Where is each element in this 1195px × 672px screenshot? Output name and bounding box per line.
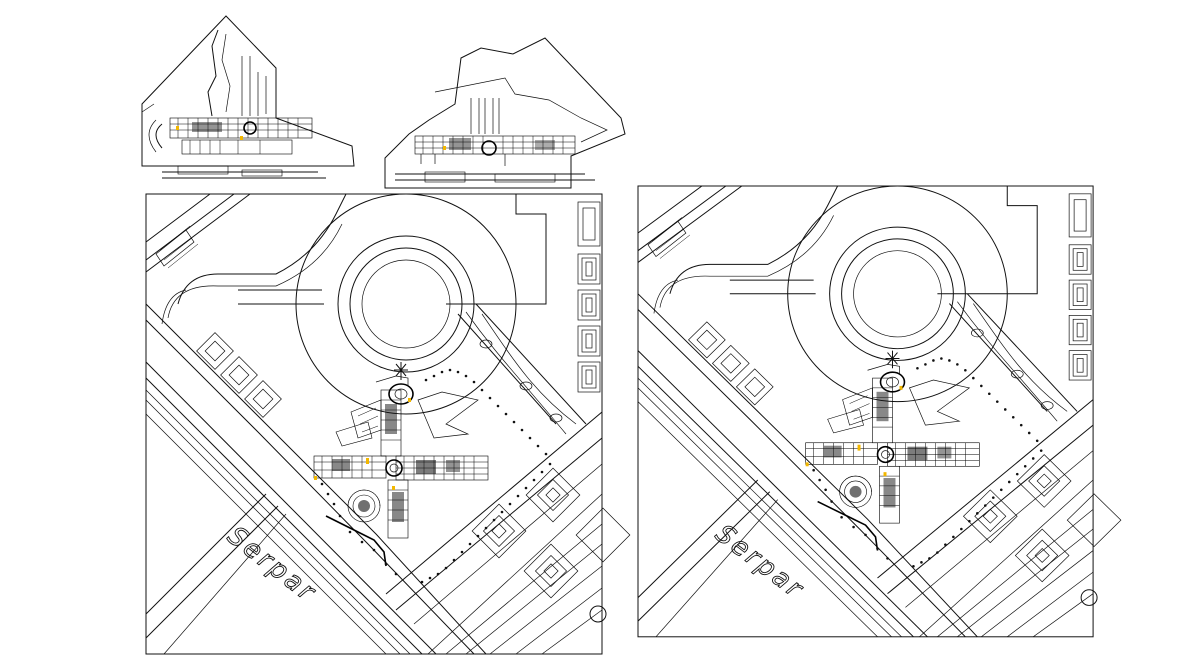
site-plan-right: Serpar	[638, 186, 1121, 637]
key-plan-right	[384, 37, 626, 189]
key-plan-left	[141, 15, 355, 179]
site-plan-left: Serpar	[146, 194, 630, 654]
road-label: Serpar	[222, 521, 323, 609]
